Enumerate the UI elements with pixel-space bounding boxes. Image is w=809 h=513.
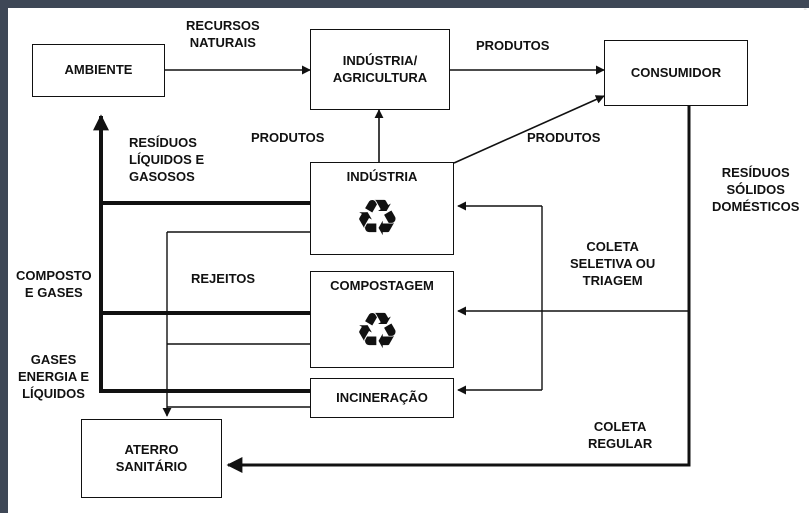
label-recursos-naturais: RECURSOS NATURAIS <box>186 18 260 50</box>
label-composto-e-gases: COMPOSTO E GASES <box>16 268 92 300</box>
node-incineracao-label: INCINERAÇÃO <box>336 389 428 405</box>
recycle-icon: ♻ <box>355 302 400 360</box>
diagram-canvas: - <box>8 4 809 513</box>
arrow-coleta-regular <box>226 106 691 473</box>
node-aterro-sanitario-label: ATERRO SANITÁRIO <box>115 442 188 474</box>
arrow-produtos-diagonal <box>453 95 605 164</box>
node-ambiente-label: AMBIENTE <box>64 62 133 78</box>
label-rejeitos: REJEITOS <box>191 271 256 286</box>
label-gases-energia-liquidos: GASES ENERGIA E LÍQUIDOS <box>18 352 90 401</box>
node-aterro-sanitario: ATERRO SANITÁRIO <box>81 419 222 498</box>
flow-connectors <box>93 65 691 473</box>
recycle-icon: ♻ <box>355 189 400 247</box>
node-ambiente: AMBIENTE <box>32 44 165 97</box>
node-industria: INDÚSTRIA ♻ <box>310 162 454 255</box>
label-produtos-right: PRODUTOS <box>527 130 601 145</box>
label-residuos-liquidos-gasosos: RESÍDUOS LÍQUIDOS E GASOSOS <box>129 135 205 184</box>
node-industria-agricultura: INDÚSTRIA/ AGRICULTURA <box>310 29 450 110</box>
node-industria-agricultura-label: INDÚSTRIA/ AGRICULTURA <box>332 53 428 85</box>
label-produtos-left: PRODUTOS <box>251 130 325 145</box>
label-produtos-top: PRODUTOS <box>476 38 550 53</box>
node-consumidor-label: CONSUMIDOR <box>630 64 722 80</box>
node-compostagem: COMPOSTAGEM ♻ <box>310 271 454 368</box>
label-coleta-seletiva-triagem: COLETA SELETIVA OU TRIAGEM <box>570 239 656 288</box>
node-industria-label: INDÚSTRIA <box>346 169 418 184</box>
node-consumidor: CONSUMIDOR <box>604 40 748 106</box>
node-incineracao: INCINERAÇÃO <box>310 378 454 418</box>
node-compostagem-label: COMPOSTAGEM <box>330 278 434 293</box>
label-coleta-regular: COLETA REGULAR <box>588 419 653 451</box>
label-residuos-solidos-domesticos: RESÍDUOS SÓLIDOS DOMÉSTICOS <box>712 165 800 214</box>
